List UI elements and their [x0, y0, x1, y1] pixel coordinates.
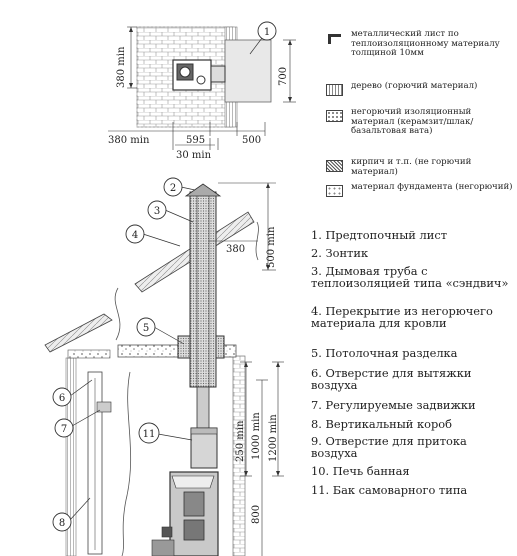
item-label: Перекрытие из негорючего материала для к… — [311, 304, 493, 331]
vertical-duct — [87, 371, 103, 555]
left-roof — [44, 313, 113, 353]
legend-text-wood: дерево (горючий материал) — [351, 81, 478, 91]
right-wall — [232, 355, 246, 556]
item-number: 9. — [311, 434, 322, 448]
item-label: Отверстие для притока воздуха — [311, 434, 467, 461]
section-view — [44, 183, 259, 556]
pre-firebox-sheet — [224, 39, 272, 103]
insulation-swatch-icon — [326, 110, 343, 122]
callout-2 — [163, 177, 183, 197]
dim-1200-min: 1200 min — [268, 414, 279, 462]
callout-5 — [136, 317, 156, 337]
callout-7 — [54, 418, 74, 438]
dim-380-horizontal: 380 min — [108, 135, 150, 146]
legend-text-brick: кирпич и т.п. (не горючий материал) — [351, 157, 472, 177]
callout-3-label: 3 — [154, 206, 160, 217]
callout-leaders — [69, 37, 263, 521]
callout-11 — [138, 422, 160, 444]
item-number: 3. — [311, 264, 322, 278]
adjustable-damper — [96, 401, 112, 413]
section-dimensions — [209, 182, 284, 556]
callout-2-label: 2 — [170, 183, 176, 194]
item-label: Предтопочный лист — [325, 228, 448, 242]
callout-6-label: 6 — [59, 393, 65, 404]
item-label: Вертикальный короб — [325, 417, 453, 431]
callout-4-label: 4 — [132, 230, 138, 241]
list-item: 6. Отверстие для вытяжки воздуха — [311, 367, 516, 392]
plan-view — [108, 26, 296, 150]
list-item: 5. Потолочная разделка — [311, 347, 516, 359]
callout-11-label: 11 — [143, 429, 156, 440]
item-number: 4. — [311, 304, 322, 318]
item-number: 7. — [311, 398, 322, 412]
wood-swatch-icon — [326, 84, 343, 96]
callout-1-label: 1 — [264, 27, 270, 38]
dim-380-section: 380 — [226, 244, 245, 255]
list-item: 7. Регулируемые задвижки — [311, 399, 516, 411]
list-item: 8. Вертикальный короб — [311, 418, 516, 430]
item-number: 5. — [311, 346, 322, 360]
list-item: 3. Дымовая труба с теплоизоляцией типа «… — [311, 265, 516, 290]
item-number: 11. — [311, 483, 330, 497]
item-label: Потолочная разделка — [325, 346, 458, 360]
callout-8-label: 8 — [59, 518, 65, 529]
dim-380-vertical: 380 min — [116, 46, 127, 88]
dim-30: 30 min — [176, 150, 212, 161]
dim-700: 700 — [278, 67, 289, 86]
item-number: 6. — [311, 366, 322, 380]
legend-text-foundation: материал фундамента (негорючий) — [351, 182, 513, 192]
item-label: Регулируемые задвижки — [325, 398, 476, 412]
water-tank — [190, 427, 218, 469]
item-label: Зонтик — [325, 246, 369, 260]
dim-595: 595 — [186, 135, 205, 146]
callout-8 — [52, 512, 72, 532]
callout-7-label: 7 — [61, 424, 67, 435]
metal-sheet-swatch-icon — [328, 34, 341, 44]
item-number: 8. — [311, 417, 322, 431]
list-item: 11. Бак самоварного типа — [311, 484, 516, 496]
legend-text-insulation: негорючий изоляционный материал (керамзи… — [351, 107, 474, 137]
list-item: 10. Печь банная — [311, 465, 516, 477]
callout-6 — [52, 387, 72, 407]
dim-800: 800 — [251, 505, 262, 524]
item-label: Бак самоварного типа — [332, 483, 468, 497]
item-number: 2. — [311, 246, 322, 260]
item-label: Печь банная — [332, 464, 410, 478]
item-number: 10. — [311, 464, 330, 478]
brick-swatch-icon — [326, 160, 343, 172]
list-item: 9. Отверстие для притока воздуха — [311, 435, 516, 460]
legend-text-metal-sheet: металлический лист по теплоизоляционному… — [351, 29, 500, 59]
callout-5-label: 5 — [143, 323, 149, 334]
list-item: 1. Предтопочный лист — [311, 229, 516, 241]
callout-1 — [257, 21, 277, 41]
item-number: 1. — [311, 228, 322, 242]
dim-250-min: 250 min — [235, 420, 246, 462]
chimney-cap — [184, 183, 222, 197]
dim-500: 500 — [242, 135, 261, 146]
callout-3 — [147, 200, 167, 220]
chimney-pipe — [189, 191, 217, 388]
item-label: Дымовая труба с теплоизоляцией типа «сэн… — [311, 264, 509, 291]
item-label: Отверстие для вытяжки воздуха — [311, 366, 472, 393]
foundation-swatch-icon — [326, 185, 343, 197]
list-item: 2. Зонтик — [311, 247, 516, 259]
callout-4 — [125, 224, 145, 244]
list-item: 4. Перекрытие из негорючего материала дл… — [311, 305, 516, 330]
dim-500-min: 500 min — [266, 226, 277, 268]
dim-1000-min: 1000 min — [251, 412, 262, 460]
